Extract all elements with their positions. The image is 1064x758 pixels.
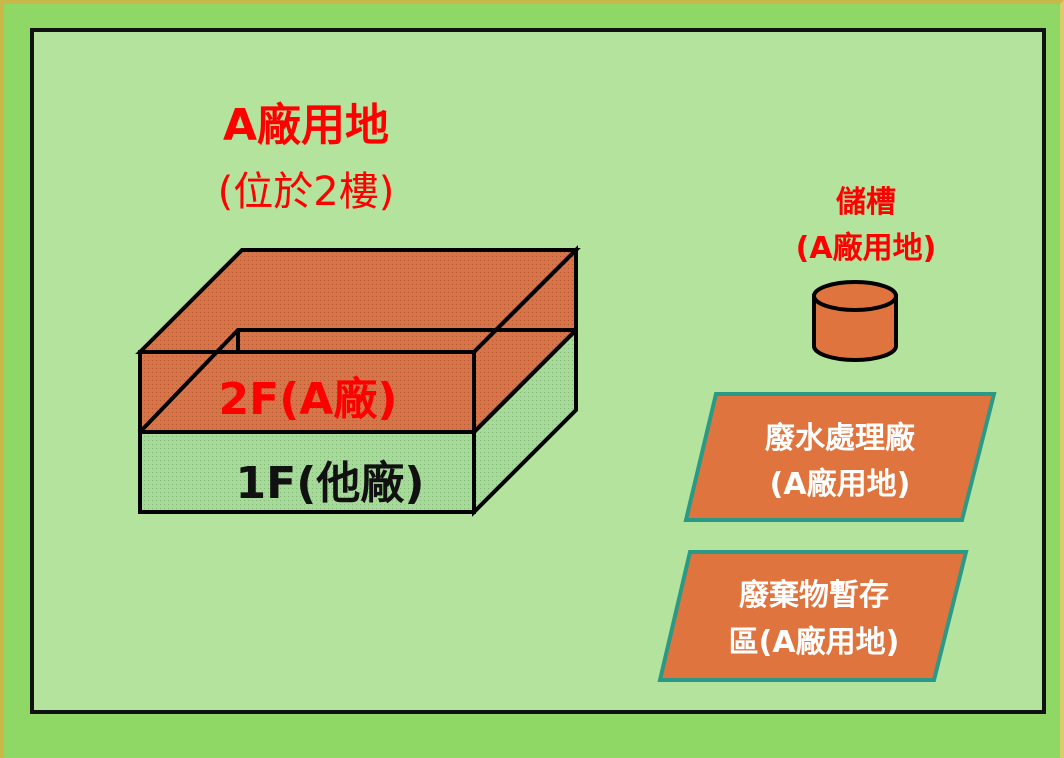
tank-label-line2: (A廠用地) — [796, 231, 937, 266]
waste-storage-shape — [657, 550, 969, 682]
waste-storage-line1: 廢棄物暫存 — [739, 578, 889, 613]
floor2-label: 2F(A廠) — [219, 374, 398, 425]
wastewater-line1: 廢水處理廠 — [765, 421, 915, 456]
wastewater-plant-shape — [683, 392, 997, 522]
floor1-label: 1F(他廠) — [236, 458, 425, 509]
tank-icon — [812, 280, 898, 362]
tank-label-line1: 儲槽 — [836, 185, 896, 220]
wastewater-line2: (A廠用地) — [770, 467, 911, 502]
building — [135, 245, 581, 517]
title-main: A廠用地 — [223, 100, 389, 151]
title-sub: (位於2樓) — [218, 169, 395, 215]
waste-storage-line2: 區(A廠用地) — [729, 625, 900, 660]
